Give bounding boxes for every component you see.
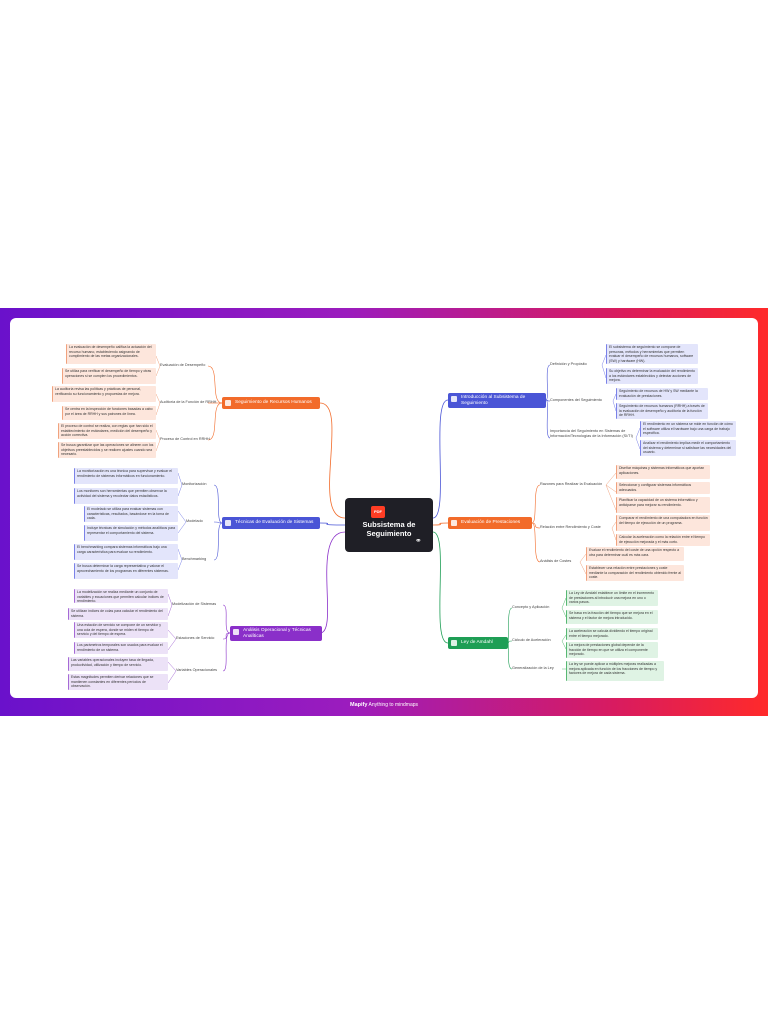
subtopic-modelizacion[interactable]: Modelización de Sistemas [172, 602, 217, 606]
leaf-note[interactable]: Su objetivo es determinar la evaluación … [606, 368, 698, 384]
leaf-note[interactable]: Calcular la aceleración como la relación… [616, 534, 710, 546]
mindmap-frame: PDF Subsistema de Seguimiento ⚭ Seguimie… [0, 308, 768, 716]
branch-label: Técnicas de Evaluación de Sistemas [235, 520, 314, 525]
layers-icon [225, 520, 231, 526]
leaf-note[interactable]: Seguimiento de recursos de HW y SW media… [616, 388, 708, 400]
central-topic-title: Subsistema de Seguimiento [362, 520, 416, 538]
leaf-note[interactable]: El subsistema de seguimiento se compone … [606, 344, 698, 364]
subtopic-concepto-aplicacion[interactable]: Concepto y Aplicación [512, 605, 550, 609]
mindmap-canvas: PDF Subsistema de Seguimiento ⚭ Seguimie… [10, 318, 758, 698]
leaf-note[interactable]: Comparar el rendimiento de una computado… [616, 515, 710, 531]
leaf-note[interactable]: El modelado se utiliza para evaluar sist… [84, 506, 178, 522]
leaf-note[interactable]: Diseñar máquinas y sistemas informáticos… [616, 465, 710, 479]
central-topic[interactable]: PDF Subsistema de Seguimiento ⚭ [345, 498, 433, 552]
pdf-icon: PDF [371, 506, 385, 518]
branch-tecnicas-evaluacion[interactable]: Técnicas de Evaluación de Sistemas [222, 517, 320, 529]
subtopic-estaciones-servicio[interactable]: Estaciones de Servicio [176, 636, 215, 640]
subtopic-razones-evaluacion[interactable]: Razones para Realizar la Evaluación [540, 482, 603, 486]
leaf-note[interactable]: La ley se puede aplicar a múltiples mejo… [566, 661, 664, 681]
leaf-note[interactable]: La mejora de prestaciones global depende… [566, 642, 658, 658]
branch-analisis-operacional[interactable]: Análisis Operacional y Técnicas Analític… [230, 626, 322, 641]
leaf-note[interactable]: Analizar el rendimiento implica medir el… [640, 440, 736, 456]
leaf-note[interactable]: Se basa en la fracción del tiempo que se… [566, 610, 658, 624]
leaf-note[interactable]: Se utilizan índices de colas para calcul… [68, 608, 168, 620]
branch-label: Seguimiento de Recursos Humanos [235, 400, 312, 405]
connector-lines [155, 354, 641, 684]
subtopic-variables-operacionales[interactable]: Variables Operacionales [176, 668, 218, 672]
leaf-note[interactable]: Evaluar el rendimiento del coste de una … [586, 547, 684, 561]
leaf-note[interactable]: La Ley de Amdahl establece un límite en … [566, 590, 658, 606]
branch-seguimiento-rrhh[interactable]: Seguimiento de Recursos Humanos [222, 397, 320, 409]
leaf-note[interactable]: La modelización se realiza mediante un c… [74, 589, 168, 603]
subtopic-rendimiento-coste[interactable]: Relación entre Rendimiento y Coste [540, 525, 601, 529]
branch-label: Evaluación de Prestaciones [461, 520, 521, 525]
link-icon[interactable]: ⚭ [415, 536, 422, 545]
branch-label: Análisis Operacional y Técnicas Analític… [243, 628, 311, 639]
leaf-note[interactable]: La auditoría revisa las políticas y prác… [52, 386, 156, 402]
leaf-note[interactable]: Se busca determinar la carga representat… [74, 563, 178, 579]
subtopic-auditoria-rrhh[interactable]: Auditoría de la Función de RRHH [160, 400, 217, 404]
leaf-note[interactable]: Los parámetros temporales son usados par… [74, 642, 168, 654]
leaf-note[interactable]: La aceleración se calcula dividiendo el … [566, 628, 658, 640]
leaf-note[interactable]: Una estación de servicio se compone de u… [74, 622, 168, 638]
leaf-note[interactable]: Seleccionar y configurar sistemas inform… [616, 482, 710, 494]
people-icon [225, 400, 231, 406]
leaf-note[interactable]: Planificar la capacidad de un sistema in… [616, 497, 710, 513]
leaf-note[interactable]: El proceso de control se realiza, con re… [58, 423, 156, 439]
subtopic-analisis-costes[interactable]: Análisis de Costes [540, 559, 572, 563]
branch-introduccion[interactable]: Introducción al Subsistema de Seguimient… [448, 393, 546, 408]
leaf-note[interactable]: Estas magnitudes permiten derivar relaci… [68, 674, 168, 690]
subtopic-modelado[interactable]: Modelado [186, 519, 203, 523]
book-icon [451, 396, 457, 402]
leaf-note[interactable]: Establecer una relación entre prestacion… [586, 565, 684, 581]
subtopic-evaluacion-desempeno[interactable]: Evaluación de Desempeño [160, 363, 206, 367]
branch-label: Ley de Amdahl [461, 640, 493, 645]
leaf-note[interactable]: La monitorización es una técnica para su… [74, 468, 178, 484]
subtopic-monitorizacion[interactable]: Monitorización [182, 482, 207, 486]
branch-evaluacion-prestaciones[interactable]: Evaluación de Prestaciones [448, 517, 532, 529]
leaf-note[interactable]: Incluye técnicas de simulación y métodos… [84, 525, 178, 541]
leaf-note[interactable]: Se centra en la inspección de funciones … [62, 406, 156, 420]
leaf-note[interactable]: Se busca garantizar que las operaciones … [58, 442, 156, 458]
subtopic-importancia-seguimiento[interactable]: Importancia del Seguimiento en Sistemas … [550, 429, 633, 438]
formula-icon [451, 640, 457, 646]
brand-logo[interactable]: Mapify [349, 702, 368, 708]
subtopic-generalizacion-ley[interactable]: Generalización de la Ley [512, 666, 554, 670]
leaf-note[interactable]: Seguimiento de recursos humanos (RRHH) a… [616, 403, 708, 419]
subtopic-control-rrhh[interactable]: Proceso de Control en RRHH [160, 437, 210, 441]
leaf-note[interactable]: Las variables operacionales incluyen tas… [68, 657, 168, 671]
chart-icon [233, 629, 239, 635]
gauge-icon [451, 520, 457, 526]
footer-tagline: Anything to mindmaps [368, 702, 419, 708]
subtopic-calculo-aceleracion[interactable]: Cálculo de Aceleración [512, 638, 551, 642]
branch-ley-amdahl[interactable]: Ley de Amdahl [448, 637, 508, 649]
leaf-note[interactable]: La evaluación de desempeño califica la a… [66, 344, 156, 364]
subtopic-benchmarking[interactable]: Benchmarking [182, 557, 207, 561]
branch-label: Introducción al Subsistema de Seguimient… [461, 395, 526, 406]
subtopic-componentes-seguimiento[interactable]: Componentes del Seguimiento [550, 398, 602, 402]
leaf-note[interactable]: El rendimiento en un sistema se mide en … [640, 421, 736, 437]
leaf-note[interactable]: Los monitores son herramientas que permi… [74, 488, 178, 504]
footer: Mapify Anything to mindmaps [0, 702, 768, 708]
leaf-note[interactable]: El benchmarking compara sistemas informá… [74, 544, 178, 560]
subtopic-definicion-proposito[interactable]: Definición y Propósito [550, 362, 587, 366]
leaf-note[interactable]: Se utiliza para verificar el desempeño d… [62, 368, 156, 384]
